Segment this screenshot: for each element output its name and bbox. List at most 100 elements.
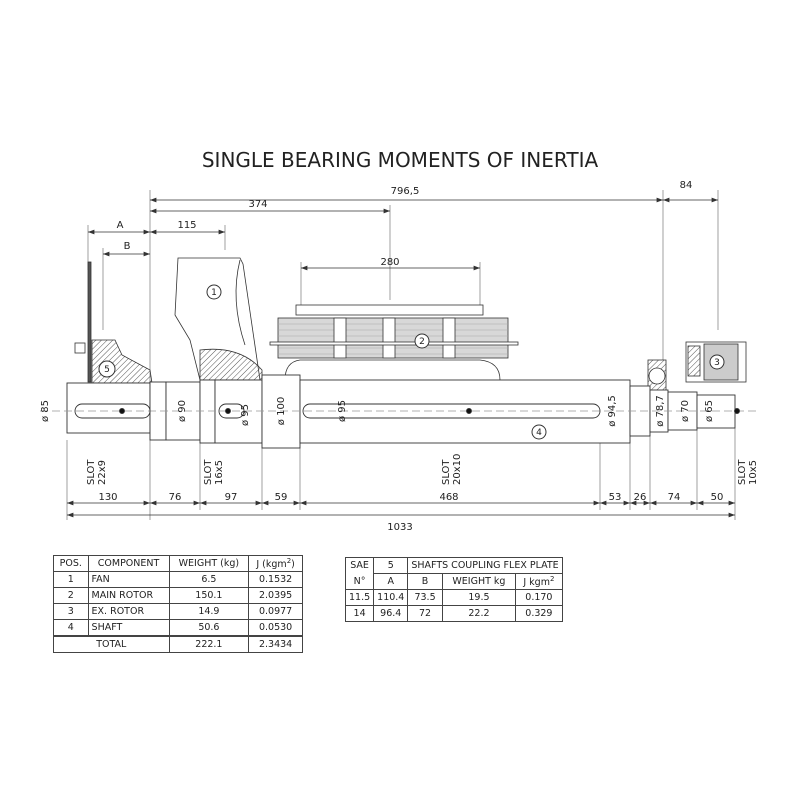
- dim-bottom: 97: [225, 492, 238, 503]
- header-j-exp: 2: [549, 574, 555, 583]
- cell: MAIN ROTOR: [87, 587, 170, 604]
- dim-bottom: 26: [634, 492, 647, 503]
- cell: 0.170: [515, 589, 563, 606]
- dim-796: 796,5: [391, 186, 420, 197]
- page-title: SINGLE BEARING MOMENTS OF INERTIA: [202, 148, 599, 172]
- cell: 11.5: [344, 589, 375, 606]
- cell: 1: [53, 571, 89, 588]
- header-j: J (kgm2): [248, 555, 303, 572]
- dim-84: 84: [680, 180, 693, 191]
- shaft: [40, 374, 760, 449]
- cell: 6.5: [168, 571, 250, 588]
- cell: 0.329: [515, 605, 563, 622]
- dim-115: 115: [177, 220, 196, 231]
- coupling-table: SAE 5 SHAFTS COUPLING FLEX PLATE N° A B …: [344, 557, 563, 622]
- cell: FAN: [87, 571, 170, 588]
- cell: 96.4: [373, 605, 409, 622]
- dim-overall: 1033: [387, 522, 412, 533]
- diameter-label: ø 95: [337, 400, 348, 422]
- position-markers: 1 2 3 4 5: [98, 284, 725, 440]
- cell: 0.1532: [248, 571, 303, 588]
- cell: 50.6: [168, 619, 250, 637]
- diameter-label: ø 85: [40, 400, 51, 422]
- diameter-labels: ø 85 ø 90 ø 95 ø 100 ø 95 ø 94,5 ø 78,7 …: [40, 395, 715, 427]
- slot-size: 20x10: [452, 454, 463, 485]
- dim-280: 280: [380, 257, 399, 268]
- slot-size: 16x5: [214, 460, 225, 485]
- header-sae: SAE: [344, 557, 375, 574]
- slot-label: SLOT: [86, 459, 97, 485]
- header-j-text: J (kgm: [256, 559, 287, 571]
- total-label: TOTAL: [53, 635, 170, 653]
- marker-1: 1: [211, 288, 217, 298]
- dim-b: B: [124, 241, 131, 252]
- cell: 2.0395: [248, 587, 303, 604]
- dim-bottom: 130: [98, 492, 117, 503]
- table-header-row: POS. COMPONENT WEIGHT (kg) J (kgm2): [53, 555, 303, 572]
- header-pos: POS.: [53, 555, 89, 572]
- slot-labels: SLOT 22x9 SLOT 16x5 SLOT 20x10 SLOT 10x5: [86, 454, 759, 485]
- table-header-row: SAE 5 SHAFTS COUPLING FLEX PLATE: [344, 557, 563, 574]
- diameter-label: ø 90: [177, 400, 188, 422]
- slot-size: 22x9: [97, 460, 108, 485]
- marker-2: 2: [419, 337, 425, 347]
- marker-4: 4: [536, 428, 542, 438]
- cell: 2: [53, 587, 89, 604]
- diameter-label: ø 70: [680, 400, 691, 422]
- cell: 3: [53, 603, 89, 620]
- cell: 0.0977: [248, 603, 303, 620]
- dim-374: 374: [248, 199, 267, 210]
- header-title: SHAFTS COUPLING FLEX PLATE: [407, 557, 563, 574]
- header-j: J kgm2: [515, 573, 563, 590]
- extension-lines: [66, 190, 736, 520]
- slot-label: SLOT: [441, 459, 452, 485]
- slot-label: SLOT: [203, 459, 214, 485]
- cell: 14.9: [168, 603, 250, 620]
- cell: 4: [53, 619, 89, 637]
- bearing: [647, 359, 667, 393]
- header-component: COMPONENT: [87, 555, 170, 572]
- header-weight: WEIGHT kg: [441, 573, 517, 590]
- diameter-label: ø 65: [704, 400, 715, 422]
- header-n: N°: [344, 573, 375, 590]
- slot-size: 10x5: [748, 460, 759, 485]
- fan: [174, 257, 263, 381]
- header-weight: WEIGHT (kg): [168, 555, 250, 572]
- diameter-label: ø 94,5: [607, 395, 618, 427]
- cell: 72: [407, 605, 443, 622]
- dim-bottom: 76: [169, 492, 182, 503]
- slot-label: SLOT: [737, 459, 748, 485]
- diameter-label: ø 95: [240, 404, 251, 426]
- dim-bottom: 50: [711, 492, 724, 503]
- cell: 19.5: [441, 589, 517, 606]
- cell: SHAFT: [87, 619, 170, 637]
- total-weight: 222.1: [168, 635, 250, 653]
- diameter-label: ø 100: [276, 397, 287, 425]
- header-j-text: J kgm: [523, 577, 550, 589]
- dimension-lines: [67, 197, 735, 518]
- header-j-exp: 2: [286, 556, 292, 565]
- marker-3: 3: [714, 358, 720, 368]
- dim-a: A: [117, 220, 124, 231]
- main-rotor: [269, 304, 519, 381]
- header-j-close: ): [291, 559, 295, 571]
- header-a: A: [373, 573, 409, 590]
- dimension-labels: 796,5 84 374 A 115 B 280 130 76 97 59 46…: [98, 180, 723, 533]
- table-subheader-row: N° A B WEIGHT kg J kgm2: [344, 573, 563, 590]
- cell: 150.1: [168, 587, 250, 604]
- header-pos-marker: 5: [373, 557, 409, 574]
- cell: 73.5: [407, 589, 443, 606]
- marker-5: 5: [104, 365, 110, 375]
- cell: 0.0530: [248, 619, 303, 637]
- dim-bottom: 59: [275, 492, 288, 503]
- dim-bottom: 468: [439, 492, 458, 503]
- cell: 110.4: [373, 589, 409, 606]
- cell: EX. ROTOR: [87, 603, 170, 620]
